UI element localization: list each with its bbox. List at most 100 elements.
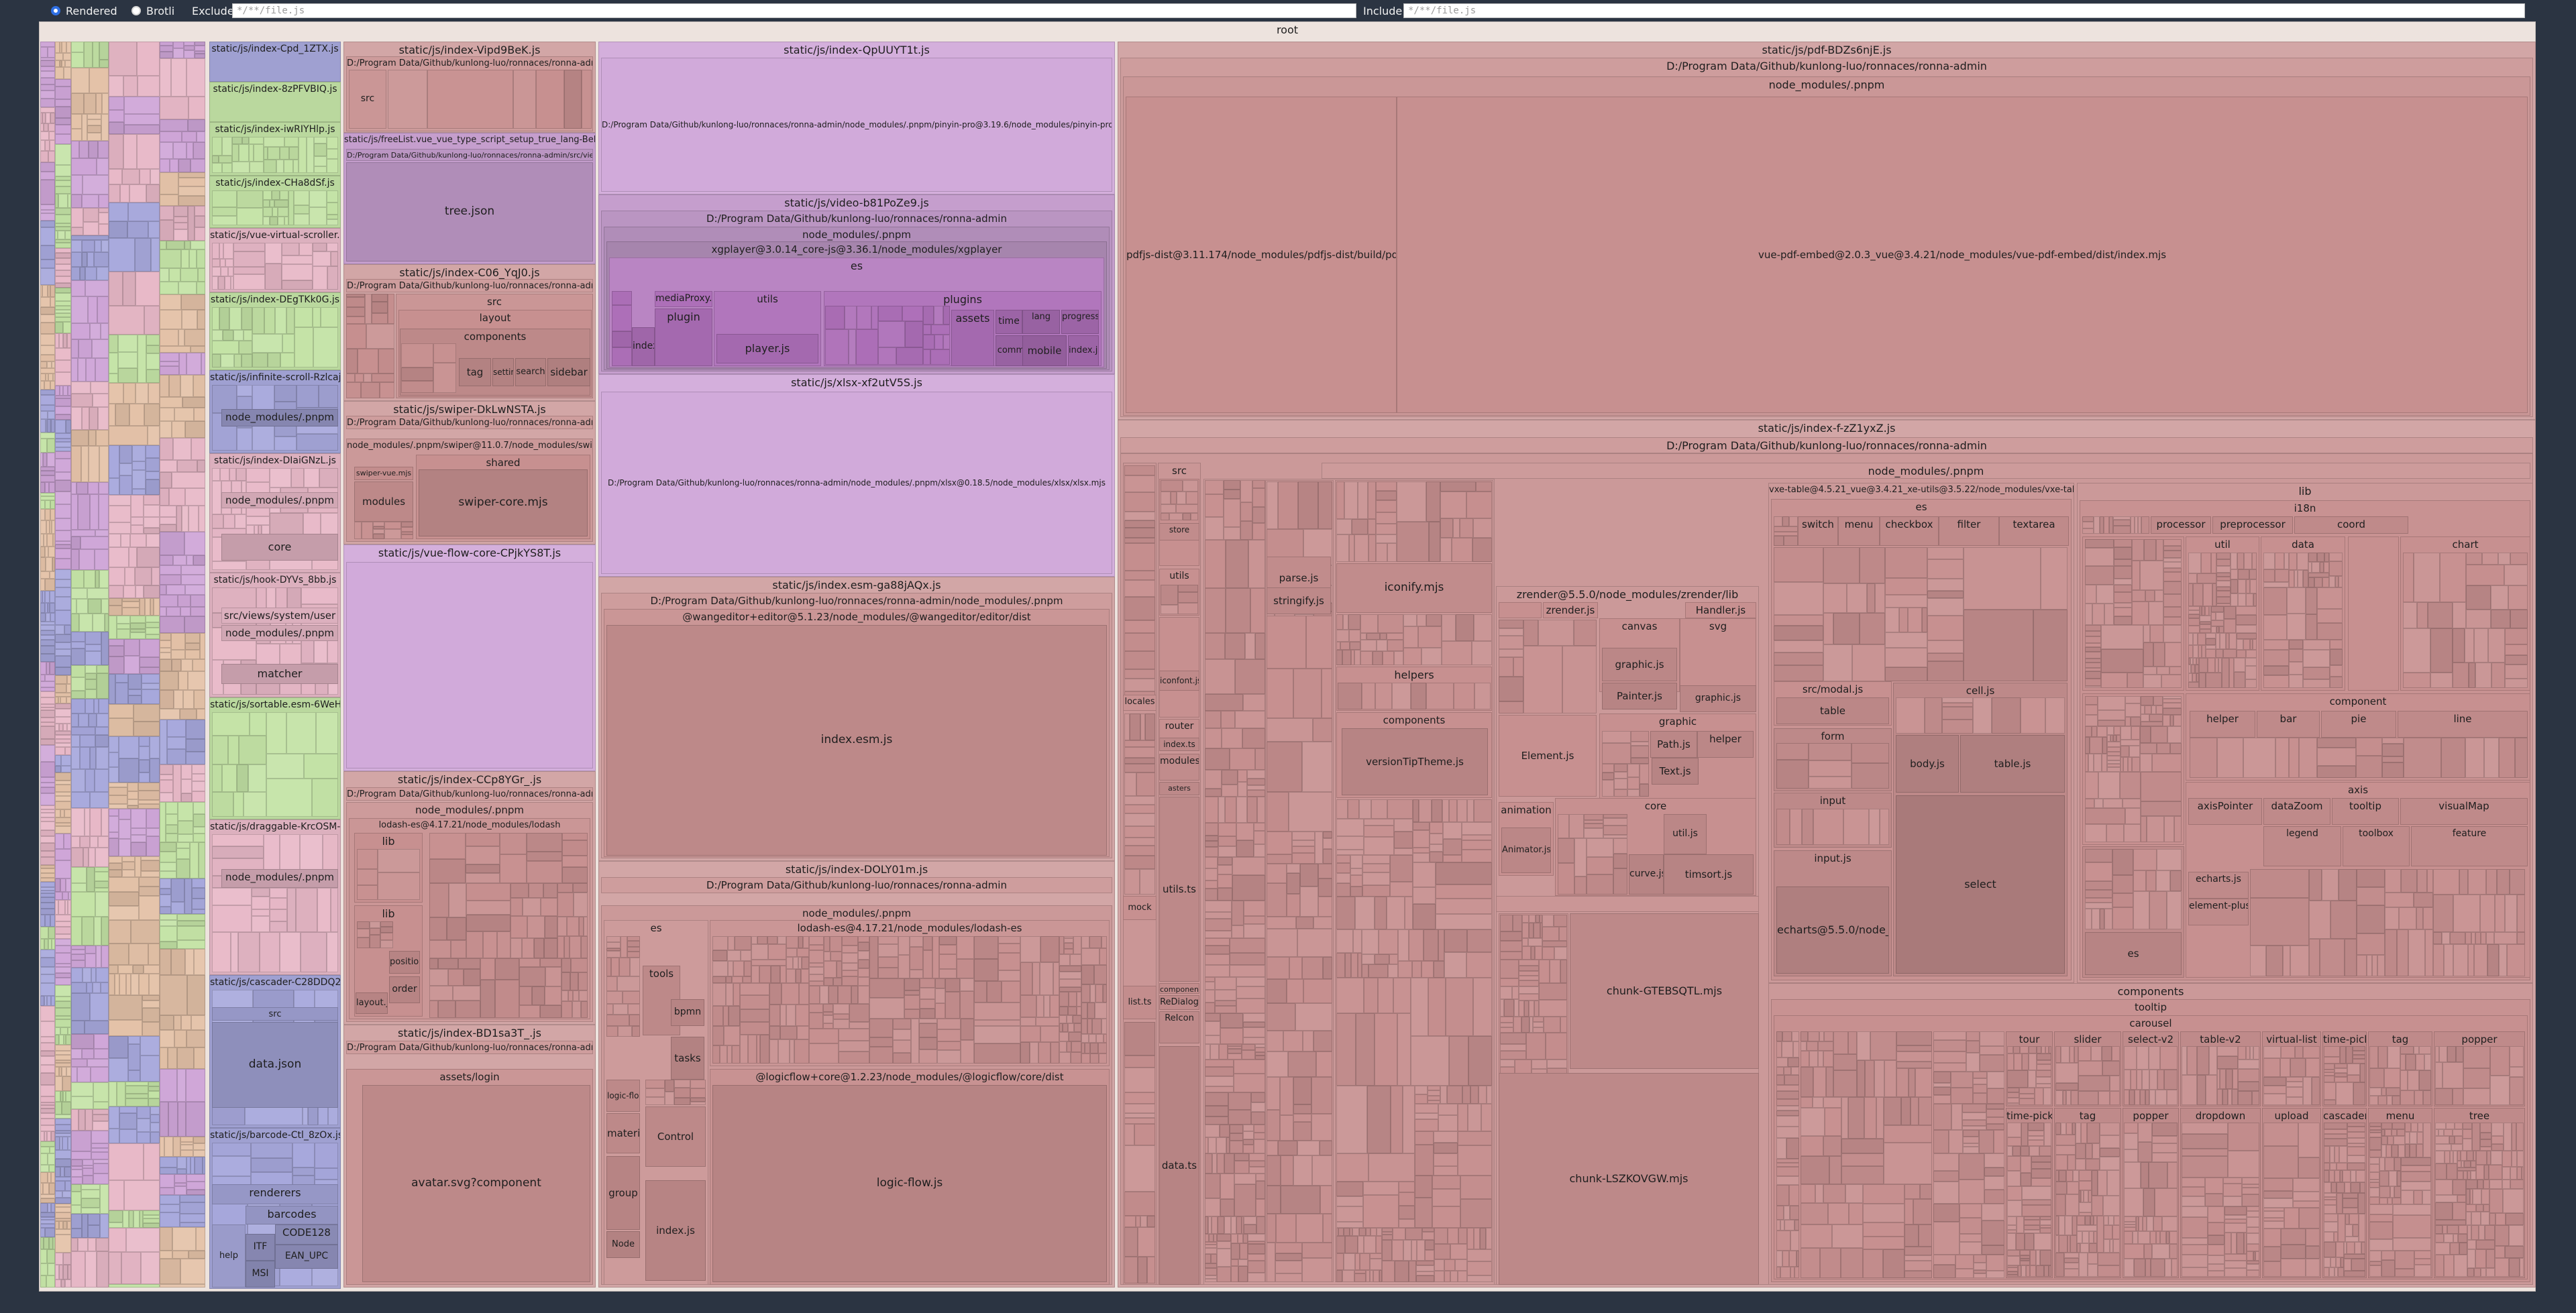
treemap-node[interactable] [2281, 1259, 2306, 1277]
treemap-node[interactable] [2138, 1231, 2150, 1244]
treemap-node[interactable] [2085, 849, 2112, 862]
treemap-node[interactable] [2031, 1162, 2051, 1169]
treemap-node[interactable] [55, 451, 71, 459]
treemap-node[interactable] [2505, 665, 2528, 679]
treemap-node[interactable] [1434, 1228, 1448, 1244]
treemap-node[interactable] [645, 1088, 665, 1097]
treemap-node[interactable] [95, 881, 109, 888]
treemap-node[interactable] [842, 963, 858, 970]
treemap-node[interactable] [2163, 703, 2182, 708]
treemap-node[interactable] [578, 972, 588, 990]
treemap-node[interactable] [185, 643, 200, 650]
treemap-node[interactable] [1458, 1131, 1492, 1145]
treemap-node[interactable] [2182, 1238, 2208, 1245]
treemap-node[interactable] [2430, 628, 2453, 673]
treemap-node[interactable] [511, 916, 527, 938]
treemap-node[interactable] [2082, 516, 2094, 522]
treemap-node[interactable] [1442, 641, 1472, 665]
treemap-node[interactable] [1287, 894, 1300, 917]
treemap-node[interactable] [1205, 841, 1218, 847]
folder-box[interactable] [1159, 617, 1199, 718]
treemap-node[interactable] [55, 731, 71, 735]
treemap-node[interactable] [1377, 640, 1387, 651]
treemap-node[interactable] [1426, 683, 1454, 709]
treemap-node[interactable] [97, 1251, 109, 1288]
treemap-node[interactable] [55, 518, 71, 530]
treemap-node[interactable] [2114, 726, 2121, 735]
treemap-node[interactable] [1933, 1153, 1959, 1171]
treemap-node[interactable] [2263, 569, 2275, 582]
treemap-node[interactable] [193, 375, 205, 397]
treemap-node[interactable] [71, 267, 80, 280]
treemap-node[interactable] [1336, 1253, 1344, 1270]
treemap-node[interactable] [1519, 994, 1539, 1001]
treemap-node[interactable] [2124, 1133, 2138, 1149]
treemap-node[interactable] [1587, 874, 1613, 895]
treemap-node[interactable] [40, 172, 55, 180]
treemap-node[interactable] [239, 341, 252, 354]
treemap-node[interactable] [1081, 1003, 1087, 1019]
treemap-node[interactable] [1473, 518, 1492, 538]
treemap-node[interactable] [2467, 1151, 2473, 1161]
treemap-node[interactable] [284, 137, 299, 147]
treemap-node[interactable] [98, 407, 109, 430]
treemap-node[interactable] [1218, 797, 1225, 823]
folder-box[interactable]: sidebar [547, 358, 590, 386]
treemap-node[interactable] [40, 361, 47, 368]
treemap-node[interactable] [71, 68, 89, 93]
treemap-node[interactable] [109, 965, 118, 974]
treemap-node[interactable] [561, 990, 568, 1001]
treemap-node[interactable] [357, 869, 378, 885]
treemap-node[interactable] [66, 420, 71, 433]
treemap-node[interactable] [904, 995, 920, 1009]
treemap-node[interactable] [242, 137, 249, 144]
file-box[interactable]: body.js [1896, 735, 1959, 793]
treemap-node[interactable] [1315, 832, 1323, 864]
treemap-node[interactable] [1860, 613, 1885, 644]
treemap-node[interactable] [1442, 614, 1456, 641]
treemap-node[interactable] [690, 1102, 706, 1105]
treemap-node[interactable] [89, 446, 99, 482]
treemap-node[interactable] [1426, 481, 1440, 522]
treemap-node[interactable] [1124, 1192, 1155, 1216]
treemap-node[interactable] [1449, 799, 1457, 822]
treemap-node[interactable] [1220, 1028, 1243, 1044]
treemap-node[interactable] [2389, 1171, 2397, 1186]
treemap-node[interactable] [2071, 1090, 2078, 1105]
treemap-node[interactable] [139, 887, 160, 896]
treemap-node[interactable] [570, 936, 581, 958]
treemap-node[interactable] [2013, 1046, 2020, 1053]
treemap-node[interactable] [184, 878, 192, 914]
treemap-node[interactable] [2247, 1206, 2259, 1211]
treemap-node[interactable] [2286, 1097, 2303, 1105]
treemap-node[interactable] [2049, 1046, 2051, 1053]
treemap-node[interactable] [1243, 1145, 1254, 1153]
treemap-node[interactable] [2070, 1235, 2077, 1253]
treemap-node[interactable] [2395, 1251, 2414, 1269]
treemap-node[interactable] [1426, 614, 1442, 626]
treemap-node[interactable] [2444, 1255, 2454, 1277]
treemap-node[interactable] [143, 1210, 160, 1215]
treemap-node[interactable] [55, 227, 71, 231]
treemap-node[interactable] [1205, 946, 1230, 954]
treemap-node[interactable] [177, 940, 205, 949]
treemap-node[interactable] [1444, 1259, 1455, 1271]
treemap-node[interactable] [146, 828, 160, 836]
treemap-node[interactable] [193, 1150, 205, 1157]
treemap-node[interactable] [904, 1009, 920, 1019]
treemap-node[interactable] [178, 671, 188, 690]
treemap-node[interactable] [1318, 864, 1332, 878]
treemap-node[interactable] [181, 1015, 191, 1030]
treemap-node[interactable] [90, 993, 109, 1021]
treemap-node[interactable] [803, 936, 809, 948]
treemap-node[interactable] [1348, 614, 1360, 630]
treemap-node[interactable] [150, 1115, 160, 1123]
treemap-node[interactable] [1613, 838, 1627, 854]
treemap-node[interactable] [1499, 657, 1513, 677]
treemap-node[interactable] [2244, 553, 2252, 569]
treemap-node[interactable] [40, 162, 55, 172]
treemap-node[interactable] [1344, 481, 1358, 519]
treemap-node[interactable] [109, 877, 139, 892]
treemap-node[interactable] [2237, 633, 2257, 639]
treemap-node[interactable] [2399, 907, 2416, 929]
